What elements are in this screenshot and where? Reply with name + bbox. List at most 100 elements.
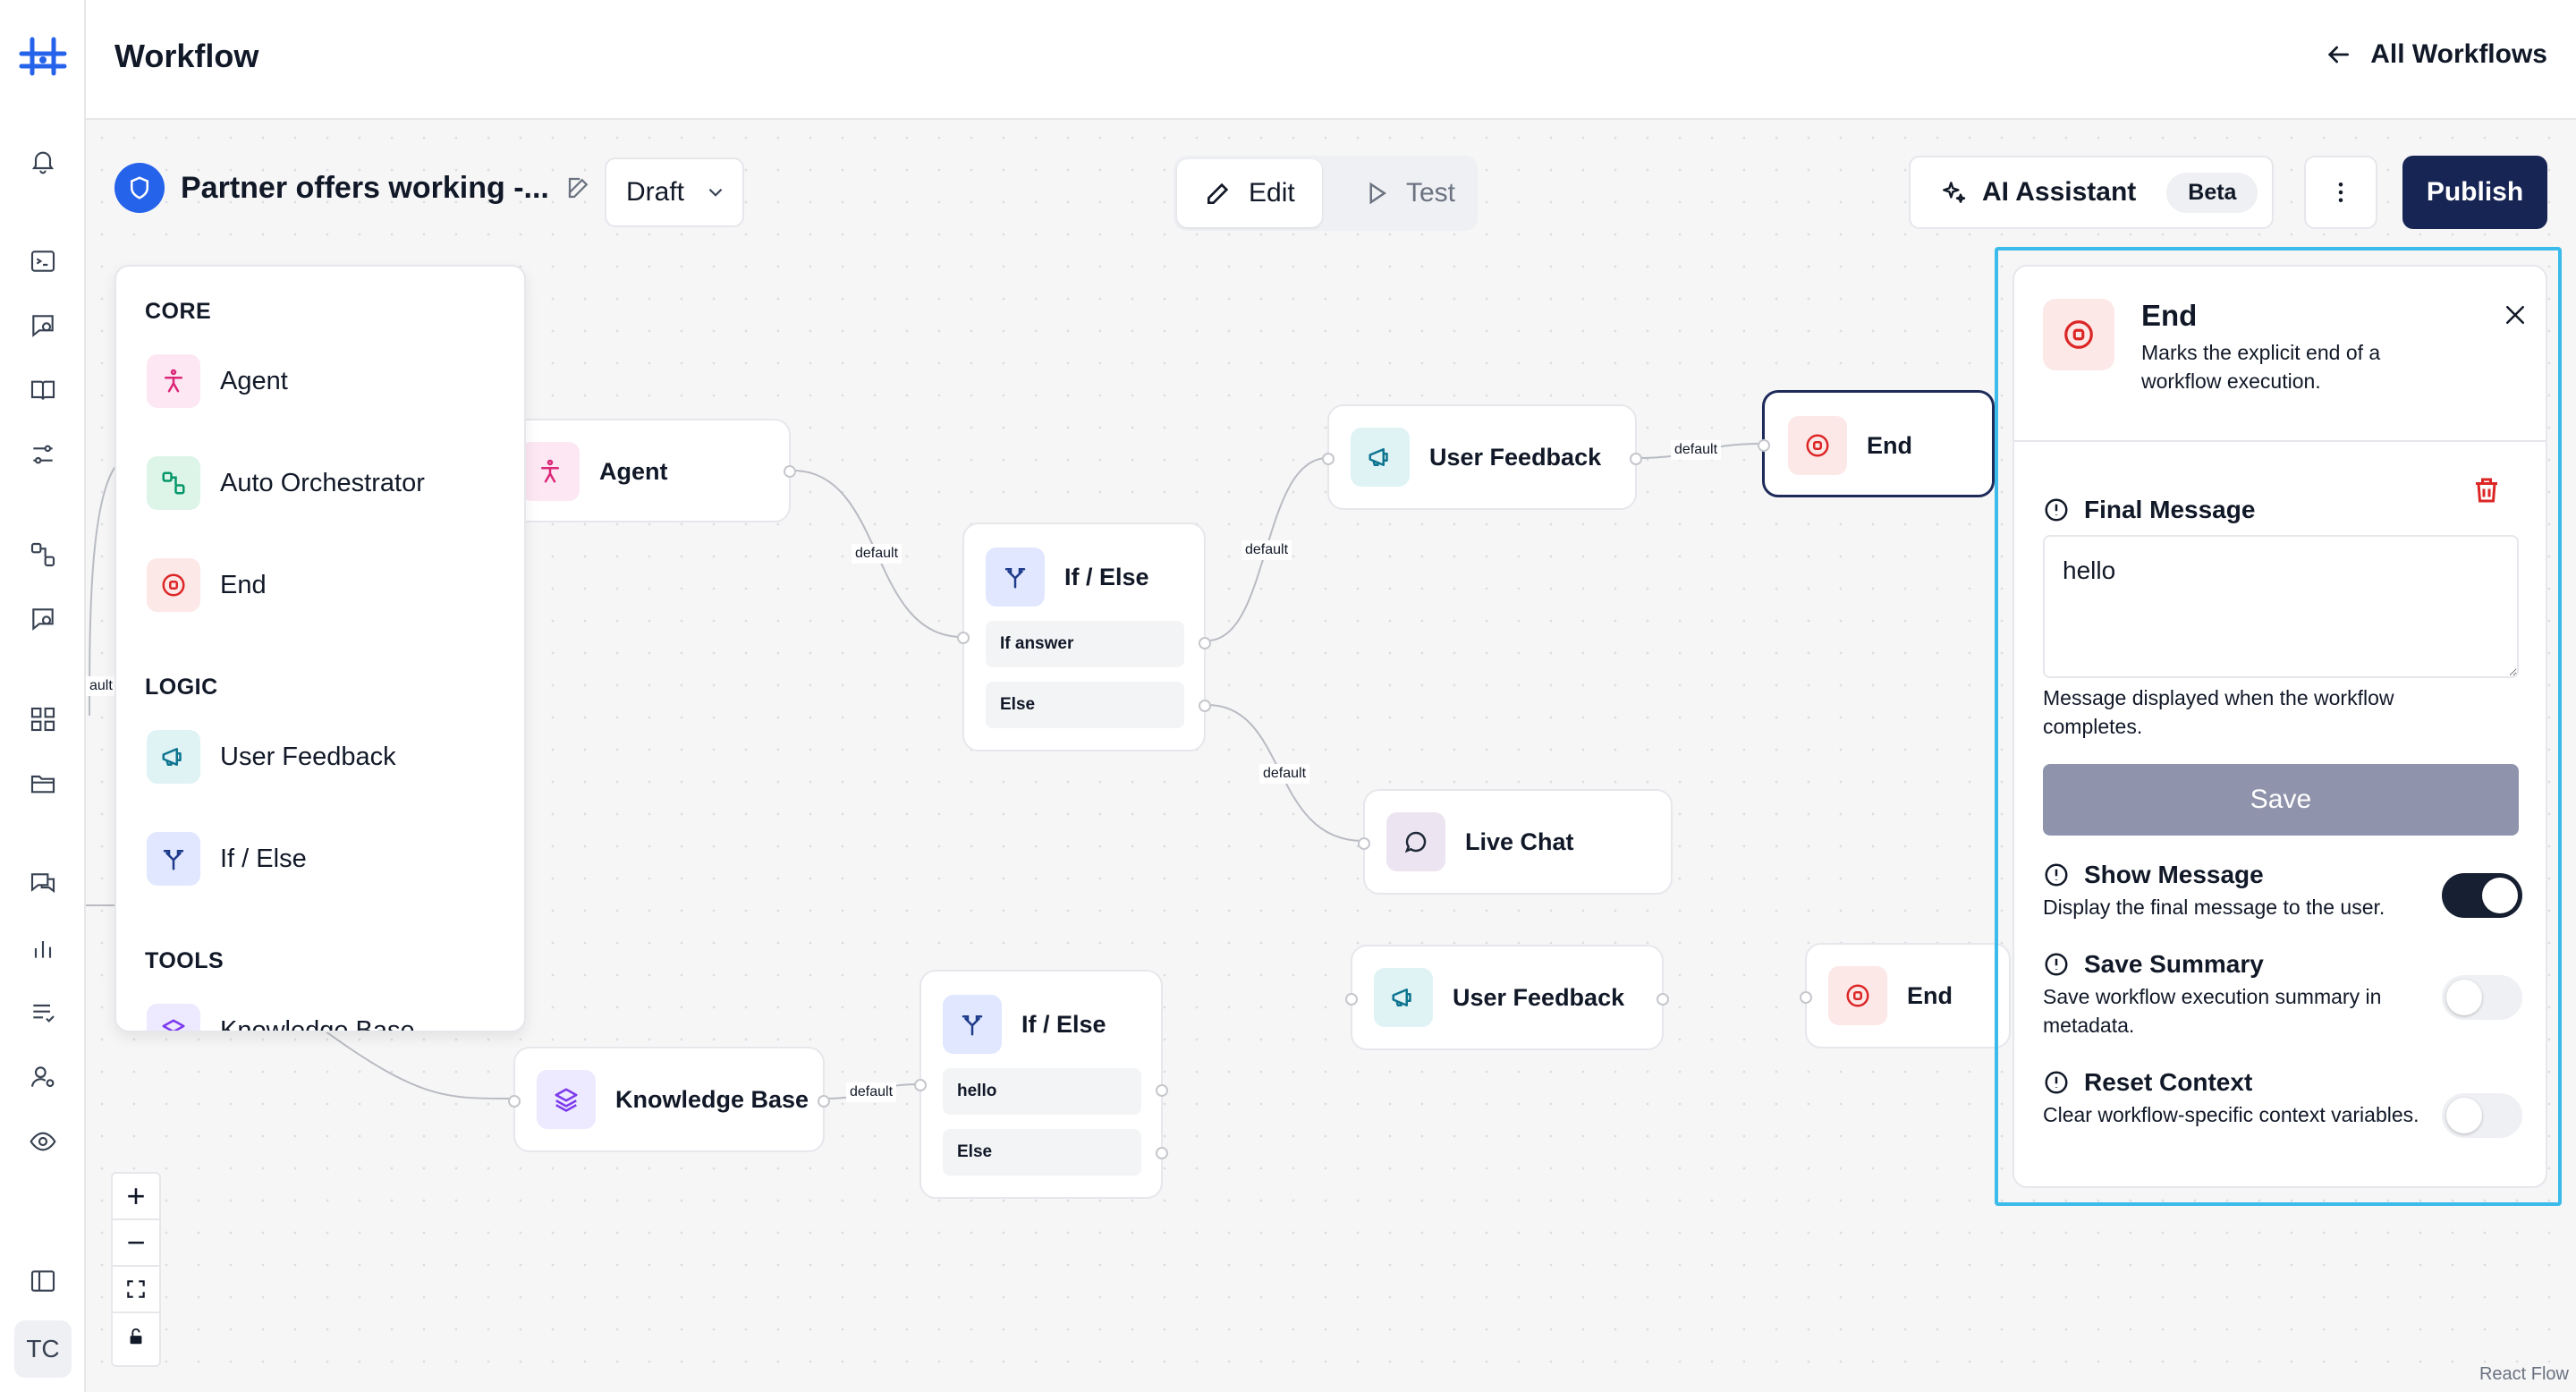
user-feedback-node[interactable]: User Feedback bbox=[1327, 404, 1637, 510]
toggle-knob bbox=[2482, 878, 2518, 913]
end-node-settings-panel: End Marks the explicit end of a workflow… bbox=[2012, 265, 2547, 1188]
end-node-selected[interactable]: End bbox=[1762, 390, 1995, 497]
close-icon bbox=[2502, 301, 2529, 328]
info-icon bbox=[2043, 497, 2070, 523]
status-select[interactable]: Draft bbox=[605, 157, 744, 227]
palette-item-end[interactable]: End bbox=[147, 558, 267, 612]
branch-icon bbox=[147, 832, 200, 886]
edit-tab-label: Edit bbox=[1249, 178, 1295, 208]
close-panel-button[interactable] bbox=[2497, 297, 2533, 333]
node-title: If / Else bbox=[1064, 564, 1149, 591]
palette-item-label: If / Else bbox=[220, 845, 307, 874]
workflow-name: Partner offers working -... bbox=[114, 163, 592, 213]
node-handle[interactable] bbox=[508, 1095, 521, 1108]
stop-circle-icon bbox=[1788, 416, 1847, 475]
node-handle[interactable] bbox=[1322, 453, 1335, 465]
node-handle[interactable] bbox=[1345, 993, 1358, 1006]
palette-item-if-else[interactable]: If / Else bbox=[147, 832, 307, 886]
zoom-controls: + − bbox=[111, 1172, 161, 1367]
node-handle[interactable] bbox=[784, 465, 796, 478]
ai-assistant-label: AI Assistant bbox=[1982, 177, 2136, 208]
node-title: If / Else bbox=[1021, 1011, 1106, 1039]
save-summary-label: Save Summary bbox=[2043, 950, 2264, 979]
node-handle[interactable] bbox=[1758, 439, 1770, 452]
test-tab-label: Test bbox=[1406, 178, 1455, 208]
ifelse-node[interactable]: If / Else hello Else bbox=[919, 970, 1163, 1199]
palette-item-label: Knowledge Base bbox=[220, 1016, 415, 1033]
more-options-button[interactable] bbox=[2304, 156, 2377, 229]
show-message-toggle[interactable] bbox=[2442, 873, 2522, 918]
agent-icon bbox=[521, 442, 580, 501]
test-tab[interactable]: Test bbox=[1336, 159, 1482, 227]
knowledge-base-node[interactable]: Knowledge Base bbox=[513, 1047, 825, 1152]
beta-badge: Beta bbox=[2166, 173, 2258, 213]
zoom-out-button[interactable]: − bbox=[113, 1220, 159, 1267]
condition-row[interactable]: Else bbox=[943, 1129, 1141, 1176]
edit-tab[interactable]: Edit bbox=[1177, 159, 1322, 227]
node-handle[interactable] bbox=[1156, 1147, 1168, 1159]
info-icon bbox=[2043, 1069, 2070, 1096]
layers-icon bbox=[537, 1070, 596, 1129]
palette-item-agent[interactable]: Agent bbox=[147, 354, 288, 408]
ifelse-node[interactable]: If / Else If answer Else bbox=[962, 522, 1206, 751]
final-message-label-text: Final Message bbox=[2084, 496, 2255, 524]
user-feedback-node[interactable]: User Feedback bbox=[1351, 945, 1664, 1050]
node-handle[interactable] bbox=[914, 1079, 927, 1091]
megaphone-icon bbox=[1374, 968, 1433, 1027]
node-title: Agent bbox=[599, 458, 668, 486]
megaphone-icon bbox=[1351, 428, 1410, 487]
lock-button[interactable] bbox=[113, 1313, 159, 1360]
palette-item-label: Auto Orchestrator bbox=[220, 469, 425, 498]
reset-context-label-text: Reset Context bbox=[2084, 1068, 2252, 1097]
condition-row[interactable]: If answer bbox=[986, 621, 1184, 667]
react-flow-attribution[interactable]: React Flow bbox=[2479, 1364, 2569, 1385]
final-message-input[interactable]: hello bbox=[2043, 535, 2519, 678]
workflow-name-text: Partner offers working -... bbox=[181, 171, 549, 206]
sparkles-icon bbox=[1939, 178, 1968, 207]
node-handle[interactable] bbox=[1657, 993, 1669, 1006]
save-button[interactable]: Save bbox=[2043, 764, 2519, 836]
palette-section-title: TOOLS bbox=[145, 948, 224, 974]
trash-icon[interactable] bbox=[2470, 474, 2503, 506]
stop-circle-icon bbox=[2043, 299, 2114, 370]
branch-icon bbox=[943, 995, 1002, 1054]
agent-node[interactable]: Agent bbox=[501, 419, 791, 522]
final-message-label: Final Message bbox=[2043, 496, 2255, 524]
edge-label: default bbox=[1259, 764, 1309, 784]
condition-row[interactable]: Else bbox=[986, 682, 1184, 728]
palette-item-knowledge-base[interactable]: Knowledge Base bbox=[147, 1004, 415, 1032]
node-handle[interactable] bbox=[1156, 1084, 1168, 1097]
publish-button[interactable]: Publish bbox=[2402, 156, 2547, 229]
fit-view-icon bbox=[124, 1277, 148, 1301]
edge-palette-kb bbox=[322, 1029, 513, 1099]
node-handle[interactable] bbox=[1199, 637, 1211, 649]
orchestrator-icon bbox=[147, 456, 200, 510]
node-title: User Feedback bbox=[1453, 984, 1624, 1012]
condition-row[interactable]: hello bbox=[943, 1068, 1141, 1115]
save-summary-toggle[interactable] bbox=[2442, 975, 2522, 1020]
node-handle[interactable] bbox=[1800, 991, 1812, 1004]
node-handle[interactable] bbox=[957, 632, 970, 644]
agent-icon bbox=[147, 354, 200, 408]
toggle-knob bbox=[2446, 980, 2482, 1015]
node-handle[interactable] bbox=[818, 1095, 830, 1108]
branch-icon bbox=[986, 547, 1045, 607]
reset-context-label: Reset Context bbox=[2043, 1068, 2252, 1097]
reset-context-toggle[interactable] bbox=[2442, 1093, 2522, 1138]
node-handle[interactable] bbox=[1358, 837, 1370, 850]
end-node[interactable]: End bbox=[1805, 943, 2011, 1048]
pencil-icon bbox=[1204, 179, 1233, 208]
show-message-label-text: Show Message bbox=[2084, 861, 2264, 889]
node-title: End bbox=[1867, 432, 1912, 460]
ai-assistant-button[interactable]: AI Assistant Beta bbox=[1909, 156, 2274, 229]
kebab-menu-icon bbox=[2327, 179, 2354, 206]
fit-view-button[interactable] bbox=[113, 1267, 159, 1313]
live-chat-node[interactable]: Live Chat bbox=[1363, 789, 1673, 895]
zoom-in-button[interactable]: + bbox=[113, 1174, 159, 1220]
palette-item-user-feedback[interactable]: User Feedback bbox=[147, 730, 396, 784]
palette-item-auto-orchestrator[interactable]: Auto Orchestrator bbox=[147, 456, 425, 510]
node-handle[interactable] bbox=[1630, 453, 1642, 465]
edit-name-icon[interactable] bbox=[565, 174, 592, 201]
show-message-label: Show Message bbox=[2043, 861, 2264, 889]
node-handle[interactable] bbox=[1199, 700, 1211, 712]
